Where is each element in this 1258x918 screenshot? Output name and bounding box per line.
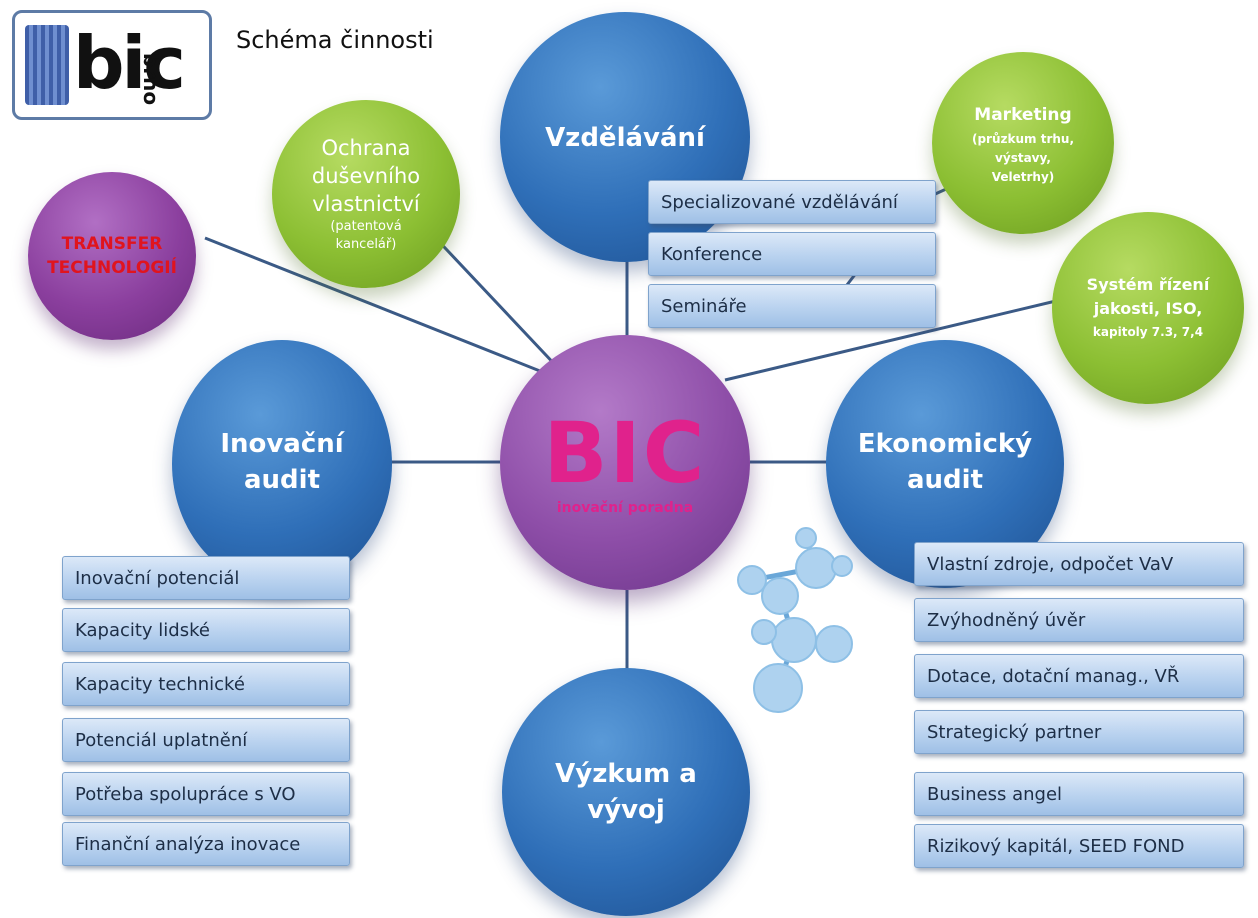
inovacni-item: Kapacity lidské — [62, 608, 350, 652]
node-vzdelavani-label: Vzdělávání — [545, 123, 705, 153]
node-ochrana: Ochrana duševního vlastnictví (patentová… — [272, 100, 460, 288]
node-vzdelavani: Vzdělávání — [500, 12, 750, 262]
node-center-bic: BIC inovační poradna — [500, 335, 750, 590]
logo-emblem-icon — [25, 25, 69, 105]
vzdelavani-item: Konference — [648, 232, 936, 276]
node-marketing-sub: (průzkum trhu, výstavy, Veletrhy) — [971, 131, 1075, 184]
node-jakost-sub: kapitoly 7.3, 7,4 — [1092, 325, 1204, 339]
logo-text: bic — [73, 21, 186, 105]
ekonomicky-item: Vlastní zdroje, odpočet VaV — [914, 542, 1244, 586]
page-title: Schéma činnosti — [236, 26, 434, 54]
ekonomicky-item: Zvýhodněný úvěr — [914, 598, 1244, 642]
node-jakost-line1: Systém řízení — [1086, 275, 1210, 294]
node-ekonomicky-line2: audit — [906, 465, 983, 495]
logo-subtext: brno — [139, 53, 163, 106]
node-ochrana-line2: duševního — [311, 164, 421, 188]
node-marketing: Marketing (průzkum trhu, výstavy, Veletr… — [932, 52, 1114, 234]
node-ekonomicky-line1: Ekonomický — [857, 429, 1033, 459]
ekonomicky-item: Rizikový kapitál, SEED FOND — [914, 824, 1244, 868]
vzdelavani-item: Specializované vzdělávání — [648, 180, 936, 224]
node-ochrana-sub: (patentová kancelář) — [330, 219, 402, 252]
inovacni-item: Potřeba spolupráce s VO — [62, 772, 350, 816]
ekonomicky-item: Strategický partner — [914, 710, 1244, 754]
node-jakost: Systém řízení jakosti, ISO, kapitoly 7.3… — [1052, 212, 1244, 404]
vzdelavani-item: Semináře — [648, 284, 936, 328]
node-inovacni-audit: Inovační audit — [172, 340, 392, 588]
node-transfer-label: TRANSFER TECHNOLOGIÍ — [47, 234, 177, 278]
node-jakost-line2: jakosti, ISO, — [1093, 299, 1203, 318]
inovacni-item: Kapacity technické — [62, 662, 350, 706]
bic-brno-logo: bic brno — [12, 10, 212, 120]
ekonomicky-item: Dotace, dotační manag., VŘ — [914, 654, 1244, 698]
node-transfer-technologii: TRANSFER TECHNOLOGIÍ — [28, 172, 196, 340]
node-ochrana-line1: Ochrana — [321, 136, 411, 160]
center-subtitle: inovační poradna — [556, 499, 694, 516]
node-ochrana-line3: vlastnictví — [312, 192, 420, 216]
connector-jakost — [724, 298, 1061, 382]
ekonomicky-item: Business angel — [914, 772, 1244, 816]
node-vyzkum-line1: Výzkum a — [555, 759, 697, 789]
molecule-icon — [737, 527, 853, 713]
node-marketing-label: Marketing — [974, 104, 1072, 125]
node-vyzkum-vyvoj: Výzkum a vývoj — [502, 668, 750, 916]
center-title: BIC — [543, 403, 707, 502]
inovacni-item: Inovační potenciál — [62, 556, 350, 600]
inovacni-item: Finanční analýza inovace — [62, 822, 350, 866]
node-vyzkum-line2: vývoj — [587, 795, 665, 825]
node-inovacni-line1: Inovační — [220, 429, 344, 459]
connector-transfer — [204, 236, 551, 377]
node-inovacni-line2: audit — [243, 465, 320, 495]
inovacni-item: Potenciál uplatnění — [62, 718, 350, 762]
connector-ochrana — [428, 230, 562, 372]
